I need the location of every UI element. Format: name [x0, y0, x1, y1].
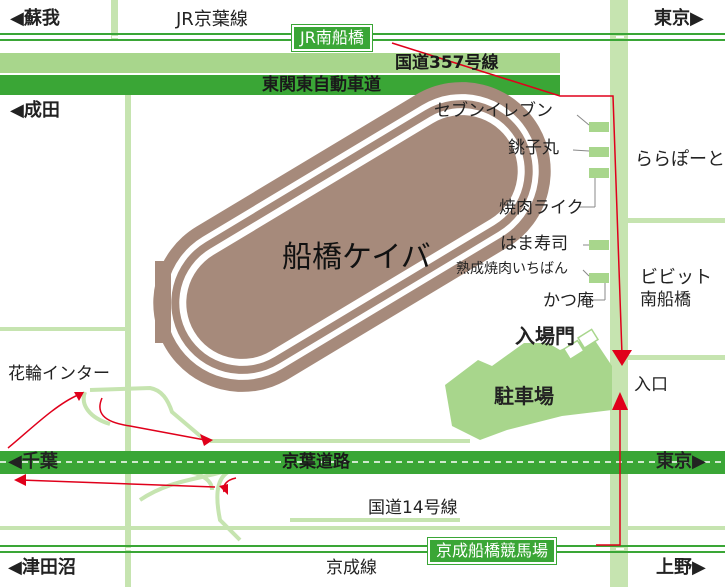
label-yakiniku-like: 焼肉ライク [499, 198, 584, 218]
label-katsuan: かつ庵 [543, 291, 594, 311]
label-ueno: 上野▶ [656, 557, 706, 578]
label-tokyo-top: 東京▶ [654, 8, 704, 29]
yakiniku-like-block [589, 168, 609, 178]
station-jr-minami-funabashi: JR南船橋 [292, 25, 372, 52]
label-parking: 駐車場 [494, 384, 554, 408]
label-keisei-line: 京成線 [326, 558, 377, 578]
route-arrows [7, 42, 623, 546]
label-expressway: 東関東自動車道 [262, 75, 381, 95]
jukusei-block [589, 273, 609, 283]
street-west-branch [0, 327, 125, 331]
label-route357: 国道357号線 [395, 53, 499, 73]
station-keisei-funabashi-keibajo: 京成船橋競馬場 [428, 538, 557, 565]
street-west [125, 92, 131, 587]
label-chiba: ◀千葉 [8, 451, 58, 472]
route-arrowheads [14, 350, 632, 495]
label-jukusei-yakiniku: 熟成焼肉いちばん [456, 261, 568, 277]
label-keiyo-road: 京葉道路 [282, 452, 350, 472]
label-seven-eleven: セブンイレブン [434, 101, 553, 121]
leader-lines [572, 114, 606, 301]
street-east-branch [610, 355, 725, 360]
label-bibit: ビビット [640, 267, 712, 288]
label-choshimaru: 銚子丸 [508, 138, 559, 158]
seven-eleven-block [589, 122, 609, 132]
label-hamazushi: はま寿司 [500, 234, 568, 254]
label-entrance-gate: 入場門 [515, 324, 575, 348]
label-entrance: 入口 [634, 375, 668, 395]
choshimaru-block [589, 147, 609, 157]
entrance-gate [562, 328, 600, 361]
label-soga: ◀蘇我 [10, 8, 60, 29]
track-spur [155, 261, 171, 343]
street-east-branch-2 [628, 218, 725, 223]
label-narita: ◀成田 [10, 100, 60, 121]
label-lalaport: ららぽーと [635, 149, 725, 170]
hamazushi-block [589, 240, 609, 250]
label-tokyo-mid: 東京▶ [656, 451, 706, 472]
street-top-left [111, 0, 118, 40]
parking-area [445, 336, 612, 440]
street-east [610, 0, 628, 587]
expressway-road [0, 74, 560, 95]
route14-road [0, 526, 725, 530]
label-funabashi-keiba: 船橋ケイバ [282, 240, 431, 275]
keiyo-road [0, 451, 725, 474]
label-bibit-sub: 南船橋 [640, 290, 691, 310]
label-hanawa-inter: 花輪インター [8, 364, 110, 384]
label-route14: 国道14号線 [368, 498, 458, 518]
racetrack [153, 82, 551, 392]
label-tsudanuma: ◀津田沼 [8, 557, 76, 578]
keisei-line [0, 545, 725, 553]
route357-road [0, 53, 560, 74]
label-jr-keiyo-line: JR京葉線 [176, 9, 248, 30]
